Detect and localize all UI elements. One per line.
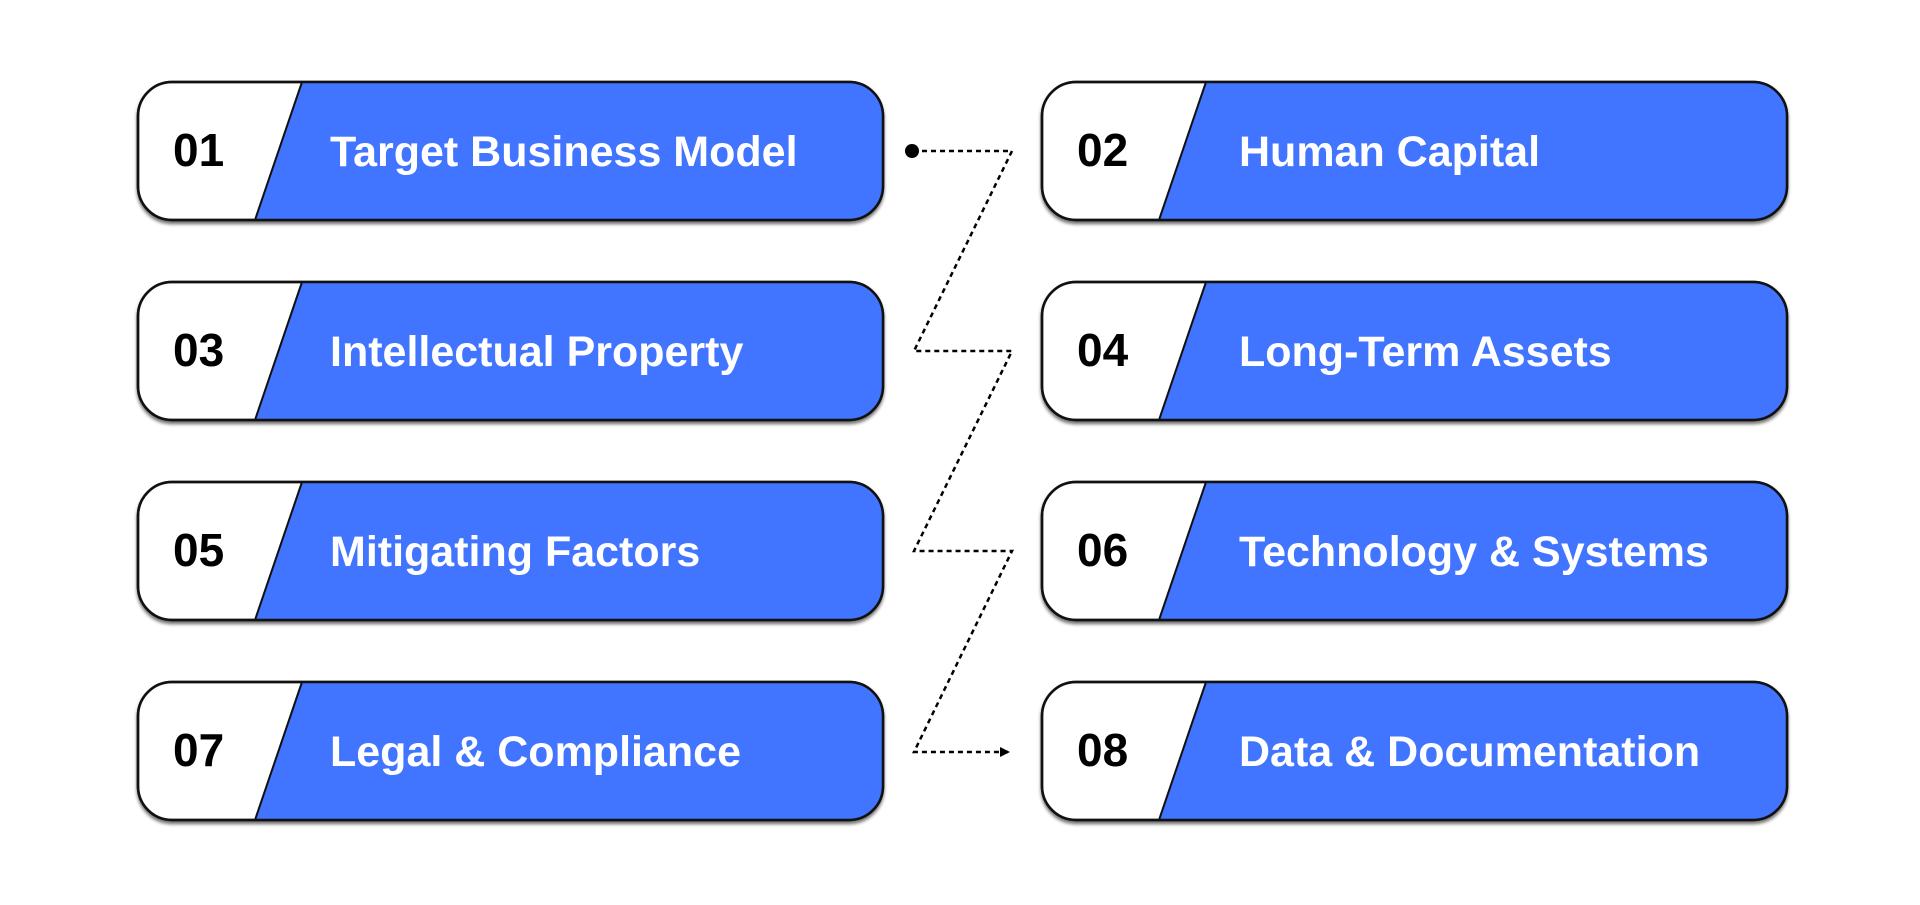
connector-start-dot	[905, 144, 919, 158]
step-07-label-band	[255, 682, 883, 820]
step-02-label: Human Capital	[1239, 128, 1540, 176]
step-01: 01 Target Business Model	[136, 80, 885, 222]
step-08-number: 08	[1077, 724, 1128, 776]
step-04-number: 04	[1077, 324, 1129, 376]
step-08-label-band	[1159, 682, 1787, 820]
step-08-label: Data & Documentation	[1239, 728, 1700, 776]
step-06-label-band	[1159, 482, 1787, 620]
step-05: 05 Mitigating Factors	[136, 480, 885, 622]
step-06-number: 06	[1077, 524, 1128, 576]
step-07: 07 Legal & Compliance	[136, 680, 885, 822]
step-07-number: 07	[173, 724, 224, 776]
step-07-label: Legal & Compliance	[330, 728, 741, 776]
step-05-label-band	[255, 482, 883, 620]
step-04-label: Long-Term Assets	[1239, 328, 1612, 376]
step-05-number: 05	[173, 524, 224, 576]
step-08: 08 Data & Documentation	[1040, 680, 1789, 822]
step-02-label-band	[1159, 82, 1787, 220]
step-04-label-band	[1159, 282, 1787, 420]
step-02-number: 02	[1077, 124, 1128, 176]
zigzag-connector	[911, 149, 1015, 757]
step-01-number: 01	[173, 124, 224, 176]
step-01-label: Target Business Model	[330, 128, 798, 176]
step-04: 04 Long-Term Assets	[1040, 280, 1789, 422]
step-02: 02 Human Capital	[1040, 80, 1789, 222]
step-06-label: Technology & Systems	[1239, 528, 1709, 576]
connector-path	[905, 144, 1015, 757]
step-06: 06 Technology & Systems	[1040, 480, 1789, 622]
step-03-label-band	[255, 282, 883, 420]
step-03: 03 Intellectual Property	[136, 280, 885, 422]
step-01-label-band	[255, 82, 883, 220]
step-03-number: 03	[173, 324, 224, 376]
step-05-label: Mitigating Factors	[330, 528, 700, 576]
step-03-label: Intellectual Property	[330, 328, 743, 376]
